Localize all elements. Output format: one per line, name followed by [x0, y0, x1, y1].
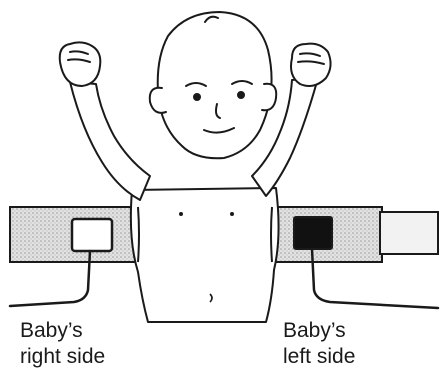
baby-fist-left — [291, 44, 331, 86]
sensor-dark — [294, 217, 332, 249]
caption-left-line2: left side — [283, 345, 355, 368]
caption-right-side: Baby’s right side — [20, 318, 105, 370]
baby-torso — [131, 188, 279, 322]
sensor-light — [72, 219, 112, 251]
baby-head — [158, 12, 272, 158]
baby-ear-2 — [262, 84, 276, 110]
baby-arm-right — [70, 82, 150, 200]
baby-fist-right — [60, 42, 101, 86]
caption-right-line2: right side — [20, 345, 105, 368]
caption-left-line1: Baby’s — [283, 319, 346, 342]
baby-figure — [60, 12, 331, 322]
caption-right-line1: Baby’s — [20, 319, 83, 342]
caption-left-side: Baby’s left side — [283, 318, 355, 370]
